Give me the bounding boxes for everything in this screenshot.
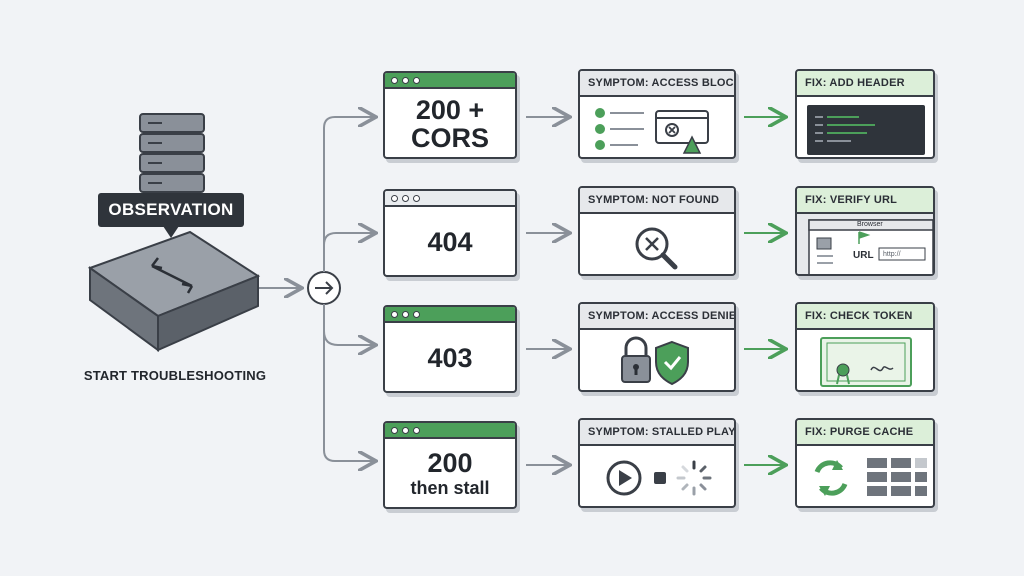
fix-card-verify-url: FIX: VERIFY URL Browser URL http:// [795,186,935,276]
symptom-title: SYMPTOM: ACCESS BLOCKED [580,71,734,97]
symptom-card-access-blocked: SYMPTOM: ACCESS BLOCKED [578,69,736,159]
status-code: 403 [427,343,473,373]
fix-card-purge-cache: FIX: PURGE CACHE [795,418,935,508]
status-code: 200 + [415,95,485,125]
magnifier-x-icon [635,227,678,270]
symptom-card-access-denied: SYMPTOM: ACCESS DENIED [578,302,736,392]
label-pointer [163,226,179,238]
certificate-icon [820,337,912,387]
branch-trunk [323,116,372,462]
status-card-403: 403 [383,305,517,393]
fix-card-add-header: FIX: ADD HEADER [795,69,935,159]
play-spinner-icon [606,460,712,496]
symptom-title: SYMPTOM: ACCESS DENIED [580,304,734,330]
fix-card-check-token: FIX: CHECK TOKEN [795,302,935,392]
window-bar [385,73,515,89]
symptom-card-not-found: SYMPTOM: NOT FOUND [578,186,736,276]
status-code: 200 [427,448,473,478]
code-editor-icon [807,105,925,155]
hub-circle [307,271,341,305]
browser-url-icon: Browser URL http:// [797,214,933,274]
window-bar [385,307,515,323]
status-card-200-then-stall: 200 then stall [383,421,517,509]
symptom-title: SYMPTOM: STALLED PLAYBACK [580,420,734,446]
window-bar [385,191,515,207]
browser-tab-label: Browser [857,221,883,228]
status-detail: then stall [410,478,490,498]
fix-title: FIX: CHECK TOKEN [797,304,933,330]
symptom-title: SYMPTOM: NOT FOUND [580,188,734,214]
blocked-request-icon [595,108,709,154]
status-detail: CORS [410,123,489,153]
url-value: http:// [883,251,901,258]
status-card-200-cors: 200 + CORS [383,71,517,159]
window-bar [385,423,515,439]
url-label: URL [853,250,874,261]
refresh-cache-icon [814,458,927,496]
platform-block [87,230,261,352]
status-code: 404 [427,227,473,257]
server-stack-icon [139,113,205,193]
start-troubleshooting-label: START TROUBLESHOOTING [83,368,267,383]
observation-label: OBSERVATION [98,193,244,227]
lock-shield-icon [621,336,689,386]
fix-title: FIX: VERIFY URL [797,188,933,214]
fix-title: FIX: ADD HEADER [797,71,933,97]
fix-title: FIX: PURGE CACHE [797,420,933,446]
symptom-card-stalled-playback: SYMPTOM: STALLED PLAYBACK [578,418,736,508]
status-card-404: 404 [383,189,517,277]
